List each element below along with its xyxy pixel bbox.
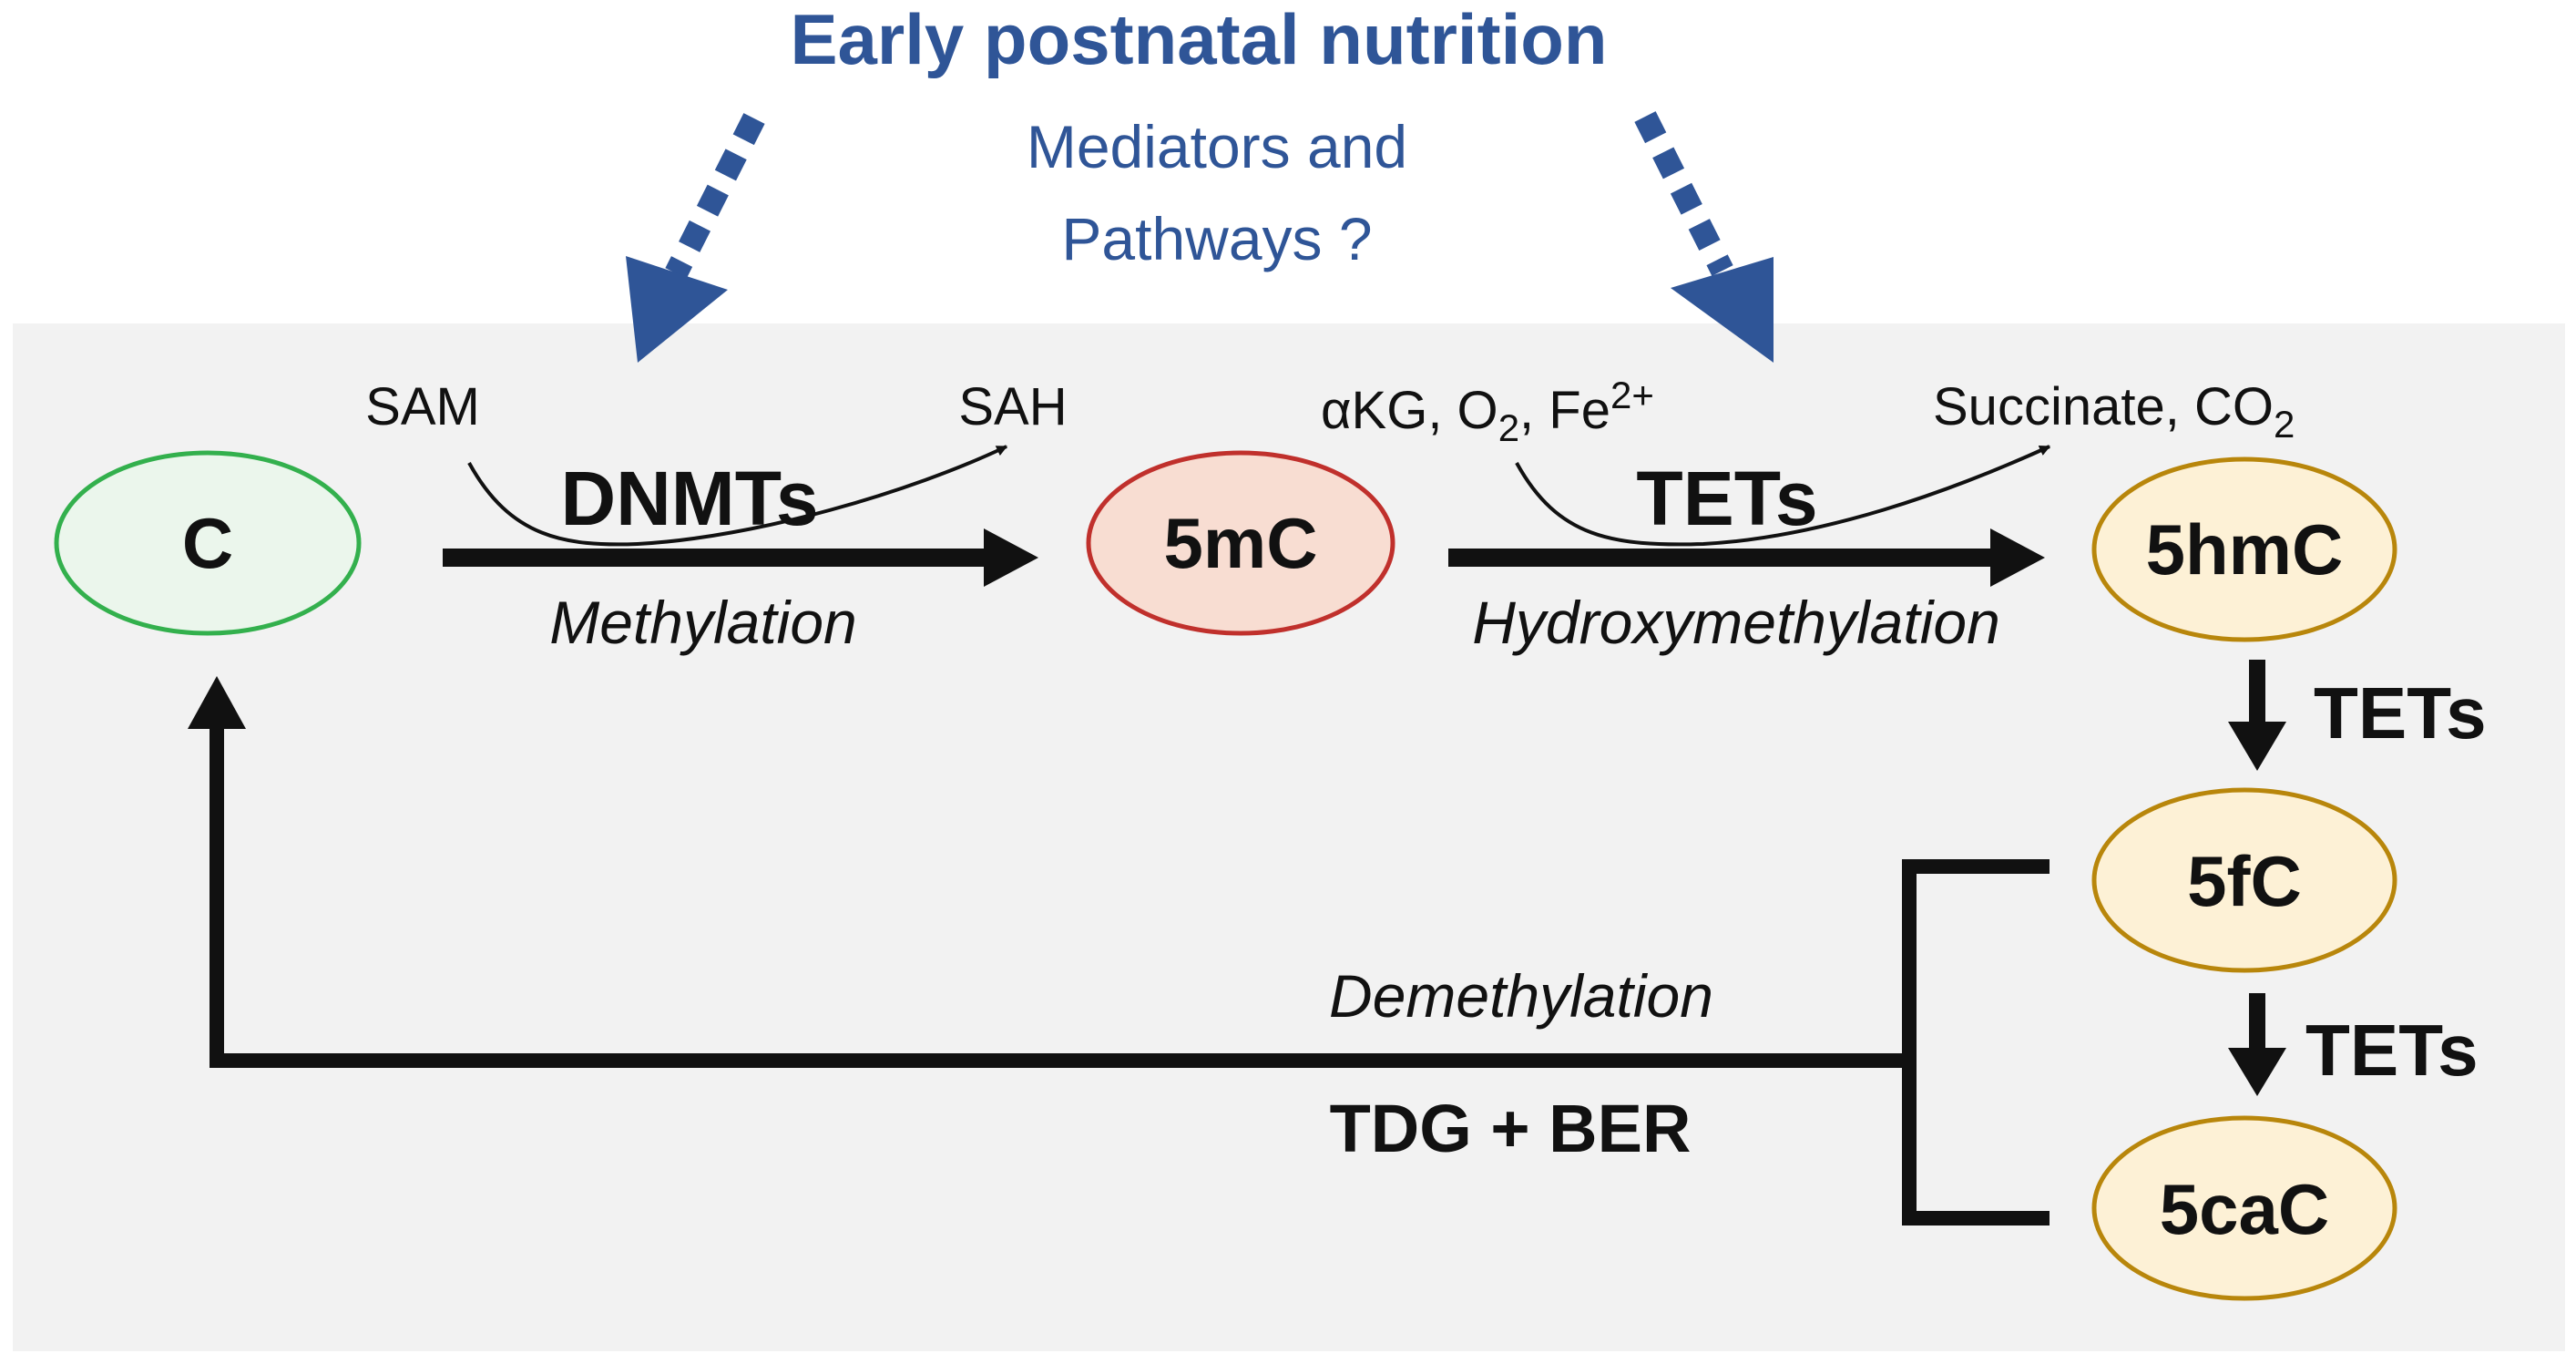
tdg-ber-label: TDG + BER xyxy=(1330,1091,1692,1166)
svg-text:5mC: 5mC xyxy=(1163,503,1317,583)
methylation-arrow xyxy=(443,528,1038,587)
dashed-arrow-left xyxy=(626,113,765,363)
node-c: C xyxy=(54,450,362,636)
sam-sah-curve xyxy=(467,445,1008,547)
akg-succinate-curve xyxy=(1515,445,2051,547)
dnmts-label: DNMTs xyxy=(560,456,818,541)
svg-text:5caC: 5caC xyxy=(2160,1169,2329,1249)
svg-text:5hmC: 5hmC xyxy=(2146,509,2344,590)
demethylation-arrowhead xyxy=(188,676,246,729)
akg-o2-fe-label: αKG, O2, Fe2+ xyxy=(1321,374,1654,449)
node-5mc: 5mC xyxy=(1086,450,1395,636)
sam-label: SAM xyxy=(365,377,480,436)
node-5fc: 5fC xyxy=(2091,787,2397,973)
subtitle-line-2: Pathways ? xyxy=(1061,205,1372,272)
methylation-label: Methylation xyxy=(549,589,857,656)
tets-label-5fc: TETs xyxy=(2314,672,2487,754)
demethylation-bracket xyxy=(1902,859,2050,1226)
hydroxymethylation-arrow xyxy=(1448,528,2045,587)
node-5cac: 5caC xyxy=(2091,1115,2397,1301)
sah-label: SAH xyxy=(958,377,1067,436)
demethylation-label: Demethylation xyxy=(1329,962,1713,1030)
arrow-5hmc-to-5fc xyxy=(2228,660,2286,771)
succinate-co2-label: Succinate, CO2 xyxy=(1933,377,2295,446)
svg-text:5fC: 5fC xyxy=(2187,841,2302,921)
page-title: Early postnatal nutrition xyxy=(790,0,1607,79)
arrow-5fc-to-5cac xyxy=(2228,993,2286,1096)
svg-text:C: C xyxy=(182,503,233,583)
demethylation-return-path xyxy=(210,729,1909,1068)
tets-label-main: TETs xyxy=(1636,456,1817,541)
node-5hmc: 5hmC xyxy=(2091,456,2397,642)
tets-label-5cac: TETs xyxy=(2305,1010,2479,1091)
dashed-arrow-right xyxy=(1634,111,1774,363)
hydroxymethylation-label: Hydroxymethylation xyxy=(1472,589,2000,656)
subtitle-line-1: Mediators and xyxy=(1027,113,1407,180)
